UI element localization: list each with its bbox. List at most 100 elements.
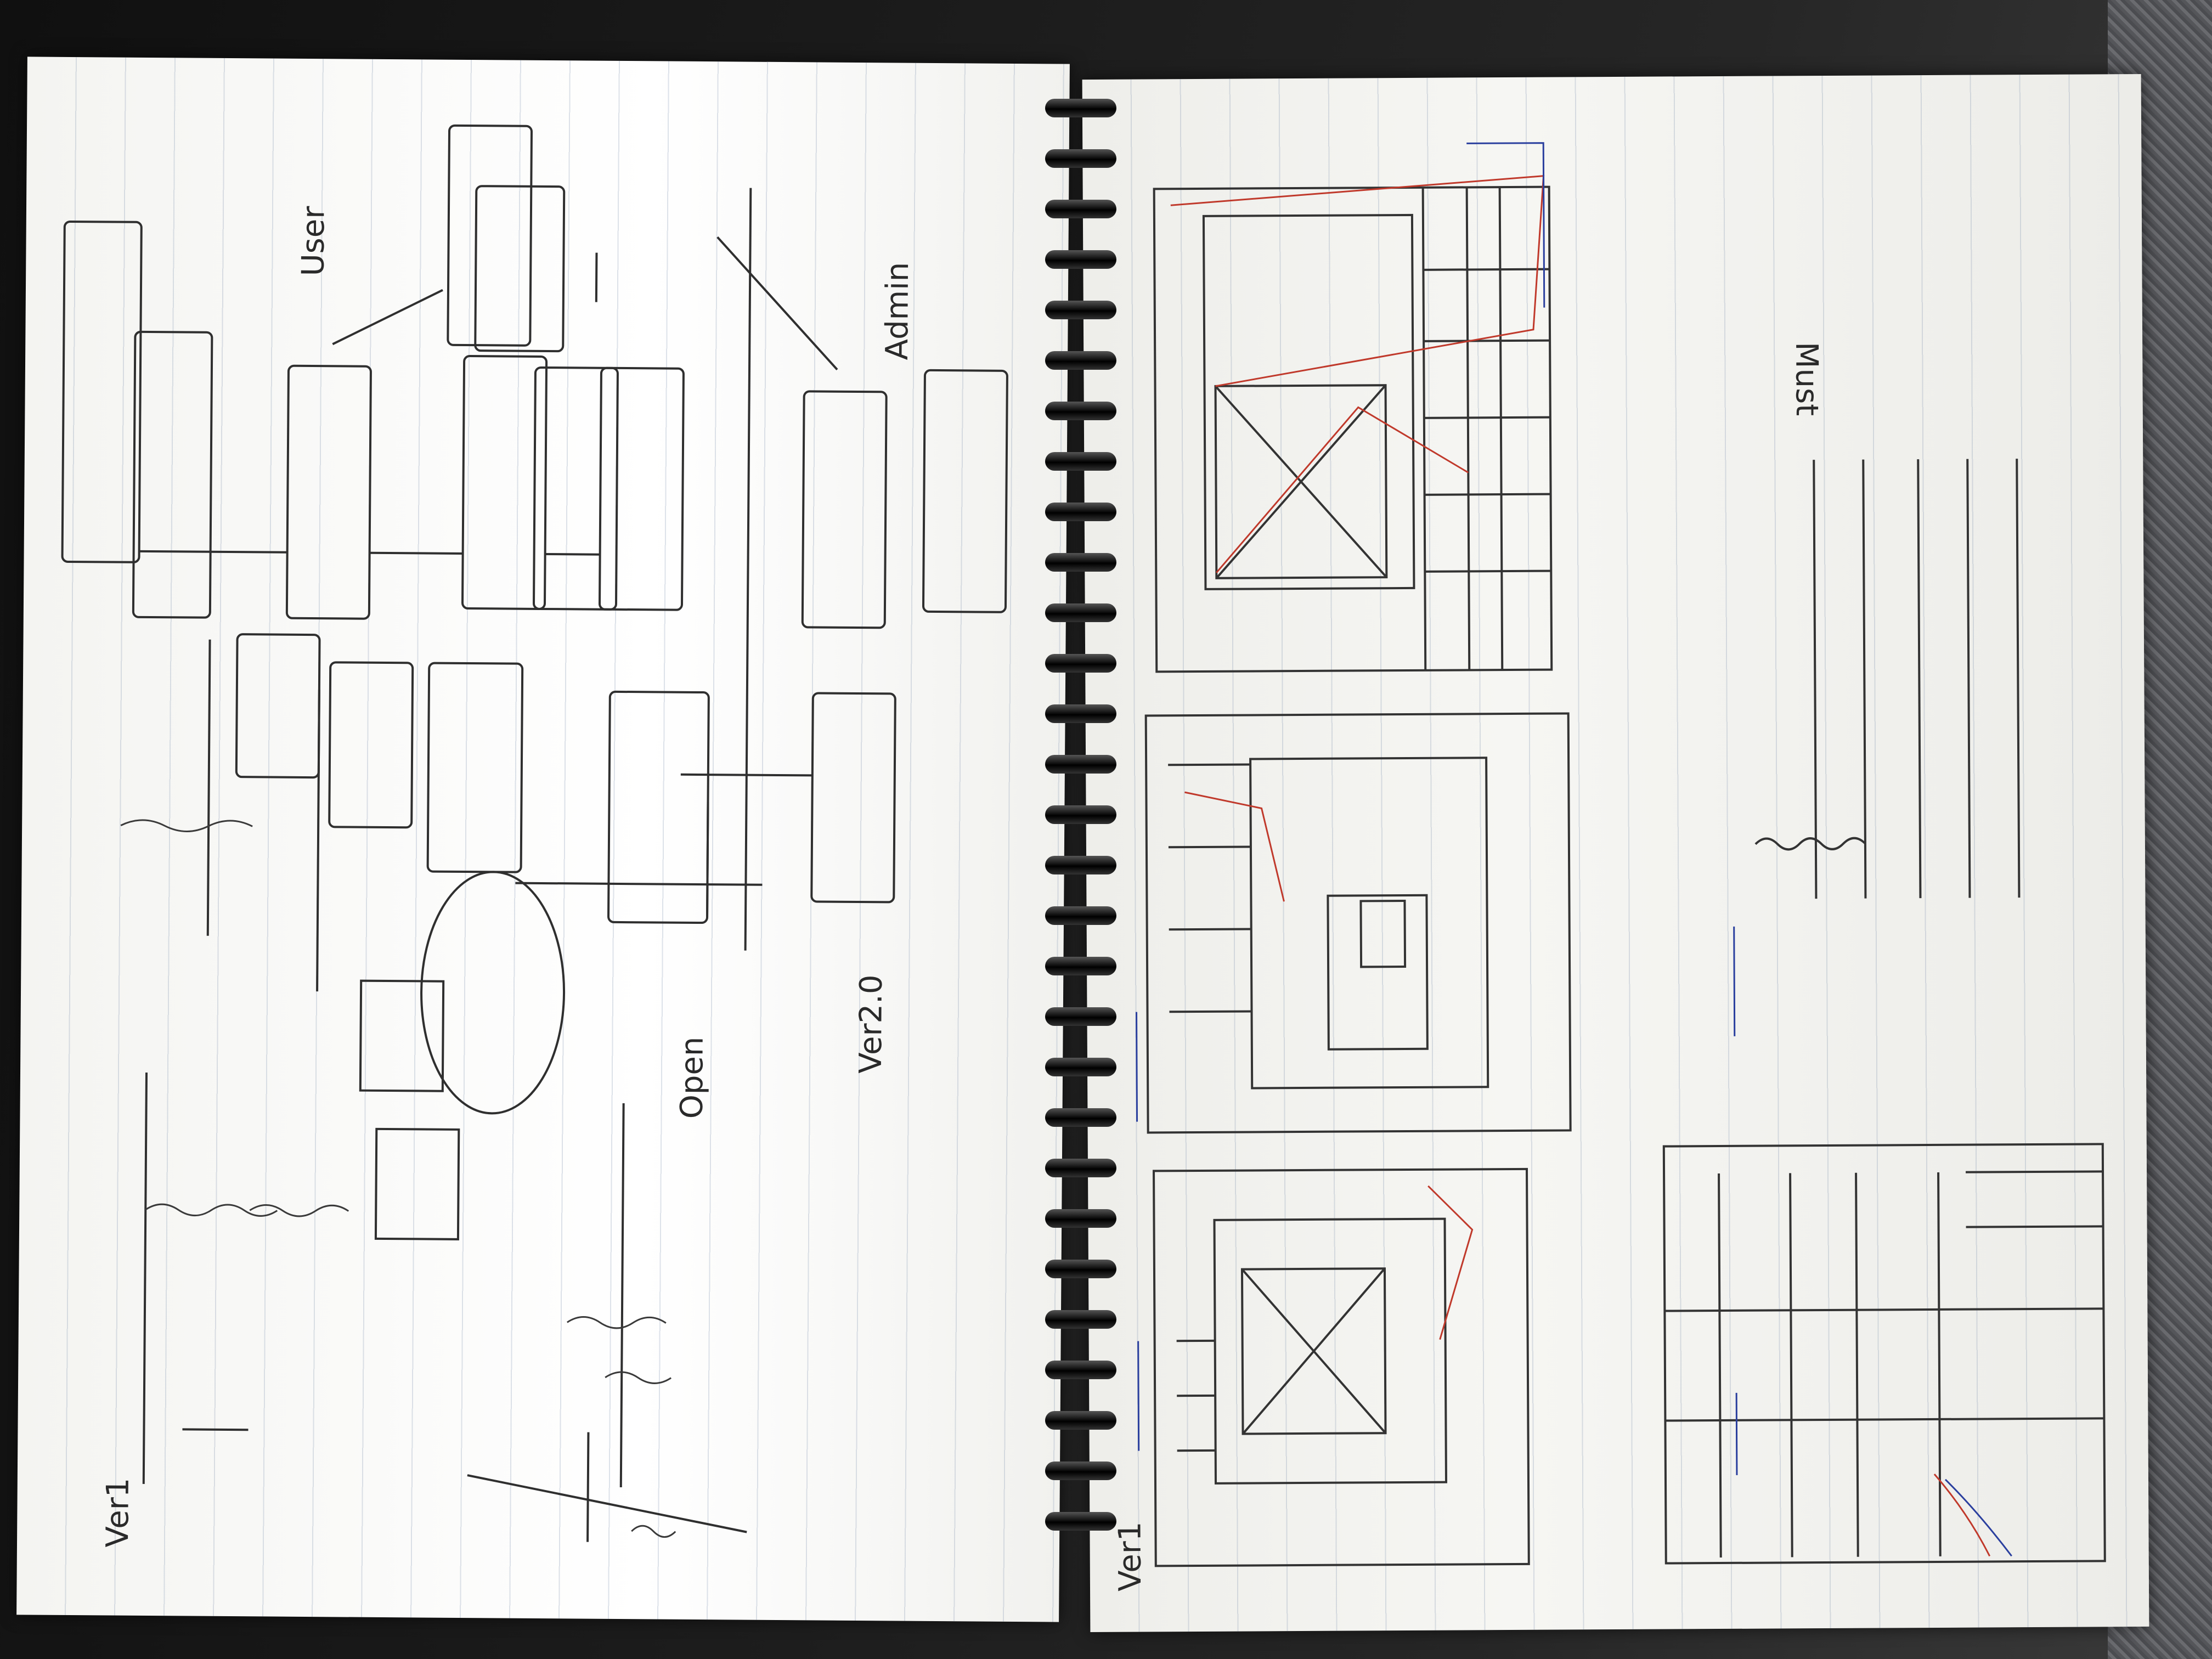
wireframe-frame	[1240, 1267, 1387, 1435]
wireframe-frame	[1359, 900, 1407, 968]
sketch-oval	[420, 871, 566, 1115]
sketch-connector	[139, 550, 287, 554]
sketch-connector	[332, 289, 443, 346]
sketch-connector	[206, 639, 211, 936]
wireframe-line	[1423, 268, 1551, 573]
wireframe-frame	[1153, 1167, 1530, 1567]
sketch-connector	[716, 236, 838, 371]
spiral-coil	[1045, 1209, 1116, 1228]
spiral-coil	[1045, 503, 1116, 521]
blue-pen-stroke	[1735, 1392, 1738, 1475]
sketch-connector	[515, 882, 763, 886]
handwriting-stroke	[145, 1203, 278, 1217]
notebook-page-left: Ver1 Ver2.0 Open User Admin	[16, 57, 1070, 1622]
wireframe-frame	[1213, 1217, 1448, 1485]
spiral-binding	[1045, 99, 1122, 1553]
label-user: User	[295, 206, 332, 276]
handwriting-stroke	[567, 1316, 667, 1329]
wireframe-frame	[1144, 712, 1572, 1134]
spiral-coil	[1045, 654, 1116, 673]
spiral-coil	[1045, 402, 1116, 420]
handwriting-stroke	[1862, 459, 1867, 899]
spiral-coil	[1045, 250, 1116, 269]
wireframe-frame	[1662, 1143, 2106, 1565]
handwriting-stroke	[1813, 460, 1818, 899]
blue-pen-stroke	[1944, 1479, 2012, 1557]
spiral-coil	[1045, 1310, 1116, 1329]
sketch-box	[426, 662, 524, 873]
blue-pen-stroke	[1466, 142, 1545, 308]
notebook-page-right: Ver1 Must	[1082, 74, 2149, 1633]
sketch-box	[474, 185, 566, 353]
sketch-box	[328, 661, 414, 829]
wireframe-line	[1966, 1170, 2103, 1228]
spiral-coil	[1045, 906, 1116, 925]
sketch-connector	[142, 1072, 148, 1484]
label-ver1-left: Ver1	[100, 1477, 136, 1548]
wireframe-sketch	[1136, 142, 2106, 1567]
sketch-box	[132, 330, 213, 619]
sketch-connector	[545, 553, 600, 556]
sketch-box	[922, 369, 1008, 613]
sketch-box	[461, 355, 548, 610]
label-ver2: Ver2.0	[853, 974, 890, 1074]
red-pen-stroke	[1170, 175, 1545, 387]
handwriting-stroke	[631, 1525, 676, 1538]
sketch-connector	[744, 188, 752, 951]
red-pen-stroke	[1933, 1473, 1991, 1557]
sketch-box	[801, 390, 888, 629]
blue-pen-stroke	[1733, 926, 1736, 1036]
sketch-box	[374, 1127, 460, 1240]
spiral-coil	[1045, 1462, 1116, 1480]
spiral-coil	[1045, 755, 1116, 774]
label-must: Must	[1788, 342, 1825, 416]
label-open: Open	[674, 1036, 710, 1119]
spiral-coil	[1045, 1108, 1116, 1127]
sketch-box	[359, 979, 445, 1092]
spiral-coil	[1045, 704, 1116, 723]
sketch-box	[598, 366, 685, 611]
flowchart-sketch	[61, 124, 1008, 1542]
spiral-coil	[1045, 1159, 1116, 1177]
spiral-coil	[1045, 856, 1116, 874]
spiral-coil	[1045, 805, 1116, 824]
wireframe-line	[1421, 187, 1504, 670]
spiral-coil	[1045, 957, 1116, 975]
sketch-connector	[467, 1474, 747, 1533]
wireframe-frame	[1327, 894, 1429, 1051]
sketch-box	[61, 220, 143, 563]
sketch-box	[810, 692, 896, 904]
sketch-connector	[316, 690, 320, 992]
wireframe-frame	[1214, 384, 1388, 579]
spiral-coil	[1045, 1512, 1116, 1531]
handwriting-stroke	[120, 819, 253, 832]
sketch-box	[533, 366, 619, 611]
blue-pen-stroke	[1137, 1341, 1140, 1451]
wireframe-cross	[1215, 384, 1387, 579]
wireframe-frame	[1153, 185, 1553, 673]
wireframe-line	[1168, 763, 1252, 1013]
red-pen-stroke	[1184, 791, 1285, 902]
wireframe-frame	[1249, 757, 1489, 1090]
wireframe-line	[1176, 1339, 1216, 1452]
wireframe-cross	[1241, 1267, 1387, 1435]
handwriting-stroke	[249, 1204, 349, 1217]
sketch-box	[447, 124, 533, 347]
spiral-coil	[1045, 1058, 1116, 1076]
spiral-coil	[1045, 149, 1116, 168]
red-pen-stroke	[1427, 1185, 1474, 1340]
handwriting-stroke	[1754, 837, 1866, 851]
wireframe-line	[1718, 1172, 1942, 1558]
red-pen-stroke	[1216, 406, 1469, 573]
spiral-coil	[1045, 351, 1116, 370]
sketch-connector	[182, 1428, 249, 1431]
spiral-coil	[1045, 1361, 1116, 1379]
handwriting-stroke	[605, 1371, 672, 1384]
handwriting-stroke	[1917, 459, 1922, 899]
spiral-coil	[1045, 301, 1116, 319]
sketch-connector	[619, 1103, 625, 1488]
handwriting-stroke	[1966, 459, 1971, 898]
wireframe-line	[1664, 1307, 2104, 1422]
sketch-connector	[369, 551, 463, 555]
